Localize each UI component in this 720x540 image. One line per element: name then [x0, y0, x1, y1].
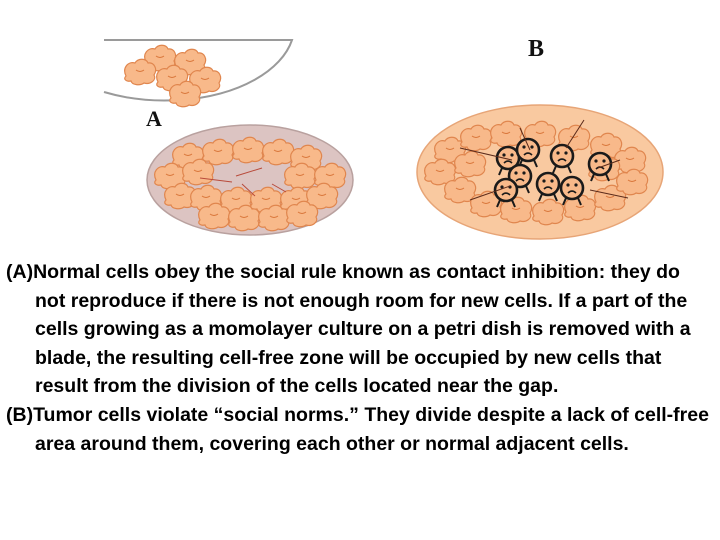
normal-cell: [285, 163, 316, 188]
normal-cell: [233, 137, 264, 162]
normal-cell: [617, 169, 648, 194]
normal-cell: [125, 59, 156, 84]
caption: (A)Normal cells obey the social rule kno…: [6, 258, 714, 458]
normal-cell: [533, 199, 564, 224]
normal-cell: [229, 205, 260, 230]
tumor-cell-dish: [417, 105, 663, 239]
normal-cell: [259, 205, 290, 230]
normal-cell: [287, 201, 318, 226]
caption-paragraph-a: (A)Normal cells obey the social rule kno…: [6, 258, 714, 401]
panel-label-b: B: [528, 36, 545, 63]
normal-cell: [199, 203, 230, 228]
normal-cell: [461, 125, 492, 150]
normal-cell-dish: [147, 125, 353, 235]
normal-cell: [455, 151, 486, 176]
normal-cell: [170, 81, 201, 106]
panel-label-a: A: [146, 106, 163, 132]
normal-cell: [491, 121, 522, 146]
petri-dish-illustration: [0, 0, 720, 250]
illustration: A B: [0, 0, 720, 250]
normal-cell: [183, 159, 214, 184]
normal-cell: [263, 139, 294, 164]
normal-cell: [203, 139, 234, 164]
dish-fragment: [104, 40, 292, 107]
caption-paragraph-b: (B)Tumor cells violate “social norms.” T…: [6, 401, 714, 458]
